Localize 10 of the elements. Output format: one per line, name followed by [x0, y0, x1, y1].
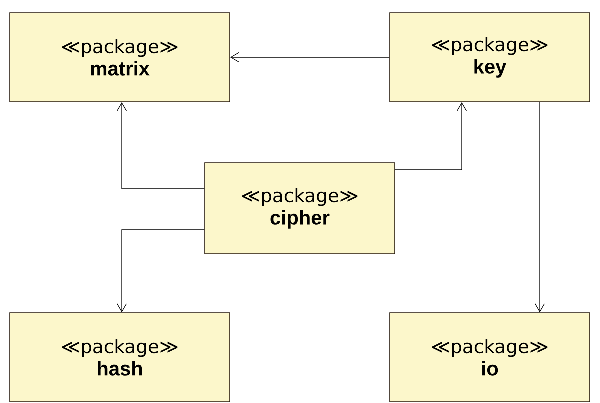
arrow — [117, 230, 205, 313]
arrow — [395, 102, 467, 170]
arrow — [230, 52, 390, 62]
package-box: ≪package≫ matrix — [10, 12, 230, 102]
package-box: ≪package≫ hash — [10, 312, 230, 402]
package-box: ≪package≫ key — [390, 12, 590, 102]
arrow — [535, 102, 545, 313]
arrow — [117, 102, 205, 190]
package-box: ≪package≫ cipher — [204, 162, 396, 254]
package-box: ≪package≫ io — [390, 312, 590, 402]
